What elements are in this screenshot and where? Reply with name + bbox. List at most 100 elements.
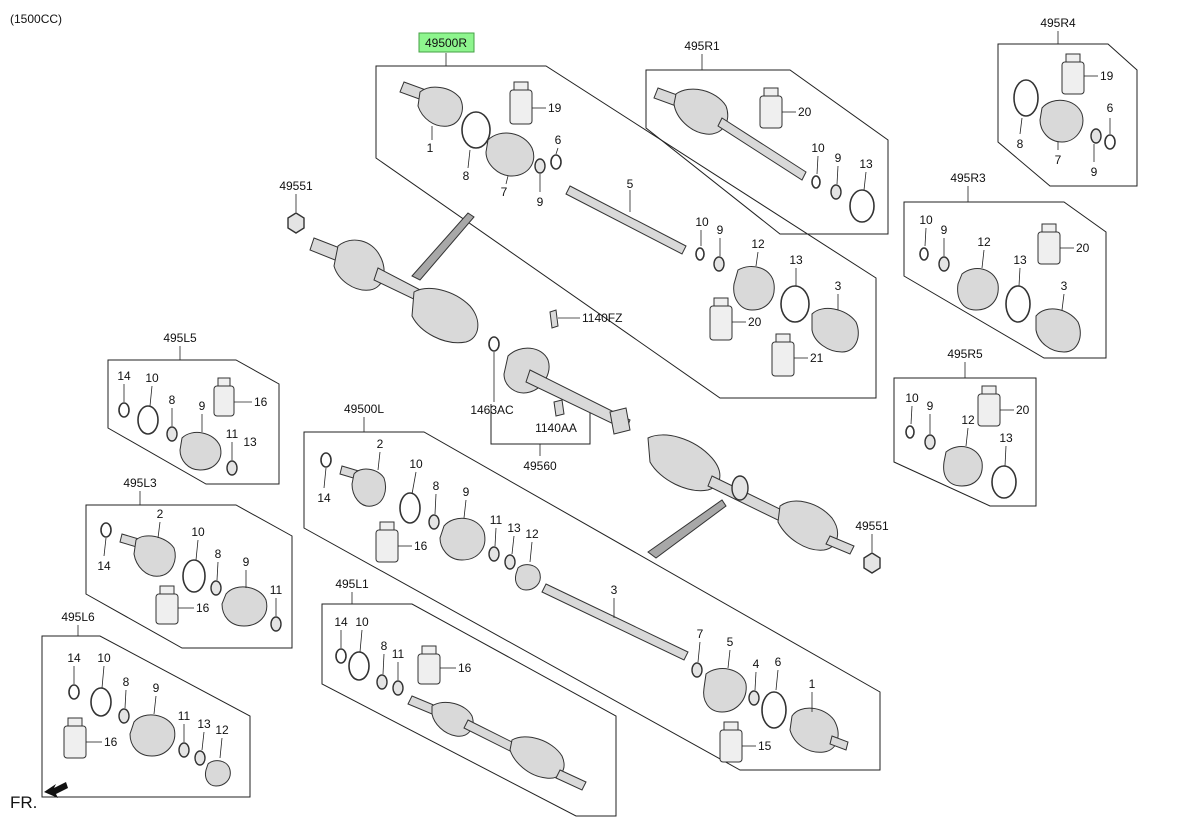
r3-part-3-label[interactable]: 3 (1061, 279, 1068, 293)
l-part-14-label[interactable]: 14 (317, 491, 331, 505)
kit-495L3-label[interactable]: 495L3 (123, 476, 157, 490)
l6-part-13-label[interactable]: 13 (197, 717, 211, 731)
l3-part-10-label[interactable]: 10 (191, 525, 205, 539)
r4-part-9-label[interactable]: 9 (1091, 165, 1098, 179)
l6-part-14-label[interactable]: 14 (67, 651, 81, 665)
r-part-19-label[interactable]: 19 (548, 101, 562, 115)
l5-part-13-label[interactable]: 13 (243, 435, 257, 449)
r-part-9b-label[interactable]: 9 (717, 223, 724, 237)
assembly-49500L-label[interactable]: 49500L (344, 402, 384, 416)
l5-part-10-label[interactable]: 10 (145, 371, 159, 385)
kit-495R4-label[interactable]: 495R4 (1040, 16, 1076, 30)
l-part-15-label[interactable]: 15 (758, 739, 772, 753)
l3-part-11-label[interactable]: 11 (270, 583, 283, 597)
kit-495L5-label[interactable]: 495L5 (163, 331, 197, 345)
r5-part-20-label[interactable]: 20 (1016, 403, 1030, 417)
r-part-13-label[interactable]: 13 (789, 253, 803, 267)
panel-495L3: 495L3 (85, 476, 293, 649)
assembly-49500R-label[interactable]: 49500R (425, 36, 467, 50)
r4-part-7-label[interactable]: 7 (1055, 153, 1062, 167)
l6-part-10-label[interactable]: 10 (97, 651, 111, 665)
l6-part-16-label[interactable]: 16 (104, 735, 118, 749)
l3-grease-16-cap (159, 585, 175, 595)
l3-part-16-label[interactable]: 16 (196, 601, 210, 615)
l3-part-9-label[interactable]: 9 (243, 555, 250, 569)
l5-part-9-label[interactable]: 9 (199, 399, 206, 413)
r4-clamp-6 (1104, 134, 1116, 150)
l-part-12-label[interactable]: 12 (525, 527, 539, 541)
r1-part-13-label[interactable]: 13 (859, 157, 873, 171)
l1-part-10-label[interactable]: 10 (355, 615, 369, 629)
l1-part-16-label[interactable]: 16 (458, 661, 472, 675)
kit-495L1-label[interactable]: 495L1 (335, 577, 369, 591)
l6-part-11-label[interactable]: 11 (178, 709, 191, 723)
l3-part-2-label[interactable]: 2 (157, 507, 164, 521)
kit-495R3-label[interactable]: 495R3 (950, 171, 986, 185)
l6-part-9-label[interactable]: 9 (153, 681, 160, 695)
panel-495L1-parts: 14 10 8 11 16 (334, 615, 587, 791)
l5-part-16-label[interactable]: 16 (254, 395, 268, 409)
r-part-21-label[interactable]: 21 (810, 351, 824, 365)
l1-part-8-label[interactable]: 8 (381, 639, 388, 653)
panel-495L1: 495L1 (321, 577, 617, 817)
r3-part-13-label[interactable]: 13 (1013, 253, 1027, 267)
l-part-4-label[interactable]: 4 (753, 657, 760, 671)
l-part-9-label[interactable]: 9 (463, 485, 470, 499)
nut-49551-lower-label[interactable]: 49551 (855, 519, 889, 533)
kit-495R5-label[interactable]: 495R5 (947, 347, 983, 361)
r5-part-13-label[interactable]: 13 (999, 431, 1013, 445)
l-part-13-label[interactable]: 13 (507, 521, 521, 535)
r3-part-9-label[interactable]: 9 (941, 223, 948, 237)
l3-part-8-label[interactable]: 8 (215, 547, 222, 561)
r-part-20-label[interactable]: 20 (748, 315, 762, 329)
l-part-8-label[interactable]: 8 (433, 479, 440, 493)
r-part-10-label[interactable]: 10 (695, 215, 709, 229)
r4-part-8-label[interactable]: 8 (1017, 137, 1024, 151)
r-part-1-label[interactable]: 1 (427, 141, 434, 155)
l-part-6-label[interactable]: 6 (775, 655, 782, 669)
l-part-1-label[interactable]: 1 (809, 677, 816, 691)
r4-part-19-label[interactable]: 19 (1100, 69, 1114, 83)
l-part-16-label[interactable]: 16 (414, 539, 428, 553)
l-part-2-label[interactable]: 2 (377, 437, 384, 451)
r1-part-10-label[interactable]: 10 (811, 141, 825, 155)
r3-part-12-label[interactable]: 12 (977, 235, 991, 249)
kit-495R1-label[interactable]: 495R1 (684, 39, 720, 53)
r4-part-6-label[interactable]: 6 (1107, 101, 1114, 115)
l-boot-9 (439, 517, 486, 561)
r5-part-9-label[interactable]: 9 (927, 399, 934, 413)
l-part-10-label[interactable]: 10 (409, 457, 423, 471)
l-part-11-label[interactable]: 11 (490, 513, 503, 527)
l1-part-11-label[interactable]: 11 (392, 647, 405, 661)
l1-part-14-label[interactable]: 14 (334, 615, 348, 629)
nut-49551-upper-label[interactable]: 49551 (279, 179, 313, 193)
panel-49500R: 49500R (375, 32, 877, 399)
l6-part-12-label[interactable]: 12 (215, 723, 229, 737)
r-part-9-label[interactable]: 9 (537, 195, 544, 209)
r1-part-20-label[interactable]: 20 (798, 105, 812, 119)
l5-part-11-label[interactable]: 11 (226, 427, 239, 441)
r1-part-9-label[interactable]: 9 (835, 151, 842, 165)
r-part-7-label[interactable]: 7 (501, 185, 508, 199)
r-part-8-label[interactable]: 8 (463, 169, 470, 183)
l-part-3-label[interactable]: 3 (611, 583, 618, 597)
bolt-1140AA-label[interactable]: 1140AA (535, 421, 577, 435)
l3-part-14-label[interactable]: 14 (97, 559, 111, 573)
bolt-1140FZ-label[interactable]: 1140FZ (582, 311, 622, 325)
l5-part-8-label[interactable]: 8 (169, 393, 176, 407)
r-part-3-label[interactable]: 3 (835, 279, 842, 293)
r5-part-12-label[interactable]: 12 (961, 413, 975, 427)
l-part-7-label[interactable]: 7 (697, 627, 704, 641)
r-part-5-label[interactable]: 5 (627, 177, 634, 191)
l-part-5-label[interactable]: 5 (727, 635, 734, 649)
r3-part-20-label[interactable]: 20 (1076, 241, 1090, 255)
l5-part-14-label[interactable]: 14 (117, 369, 131, 383)
l6-part-8-label[interactable]: 8 (123, 675, 130, 689)
r3-part-10-label[interactable]: 10 (919, 213, 933, 227)
kit-495L6-label[interactable]: 495L6 (61, 610, 95, 624)
r-part-12-label[interactable]: 12 (751, 237, 765, 251)
bracket-49560-label[interactable]: 49560 (523, 459, 557, 473)
ring-1463AC-label[interactable]: 1463AC (470, 403, 514, 417)
r5-part-10-label[interactable]: 10 (905, 391, 919, 405)
r-part-6-label[interactable]: 6 (555, 133, 562, 147)
